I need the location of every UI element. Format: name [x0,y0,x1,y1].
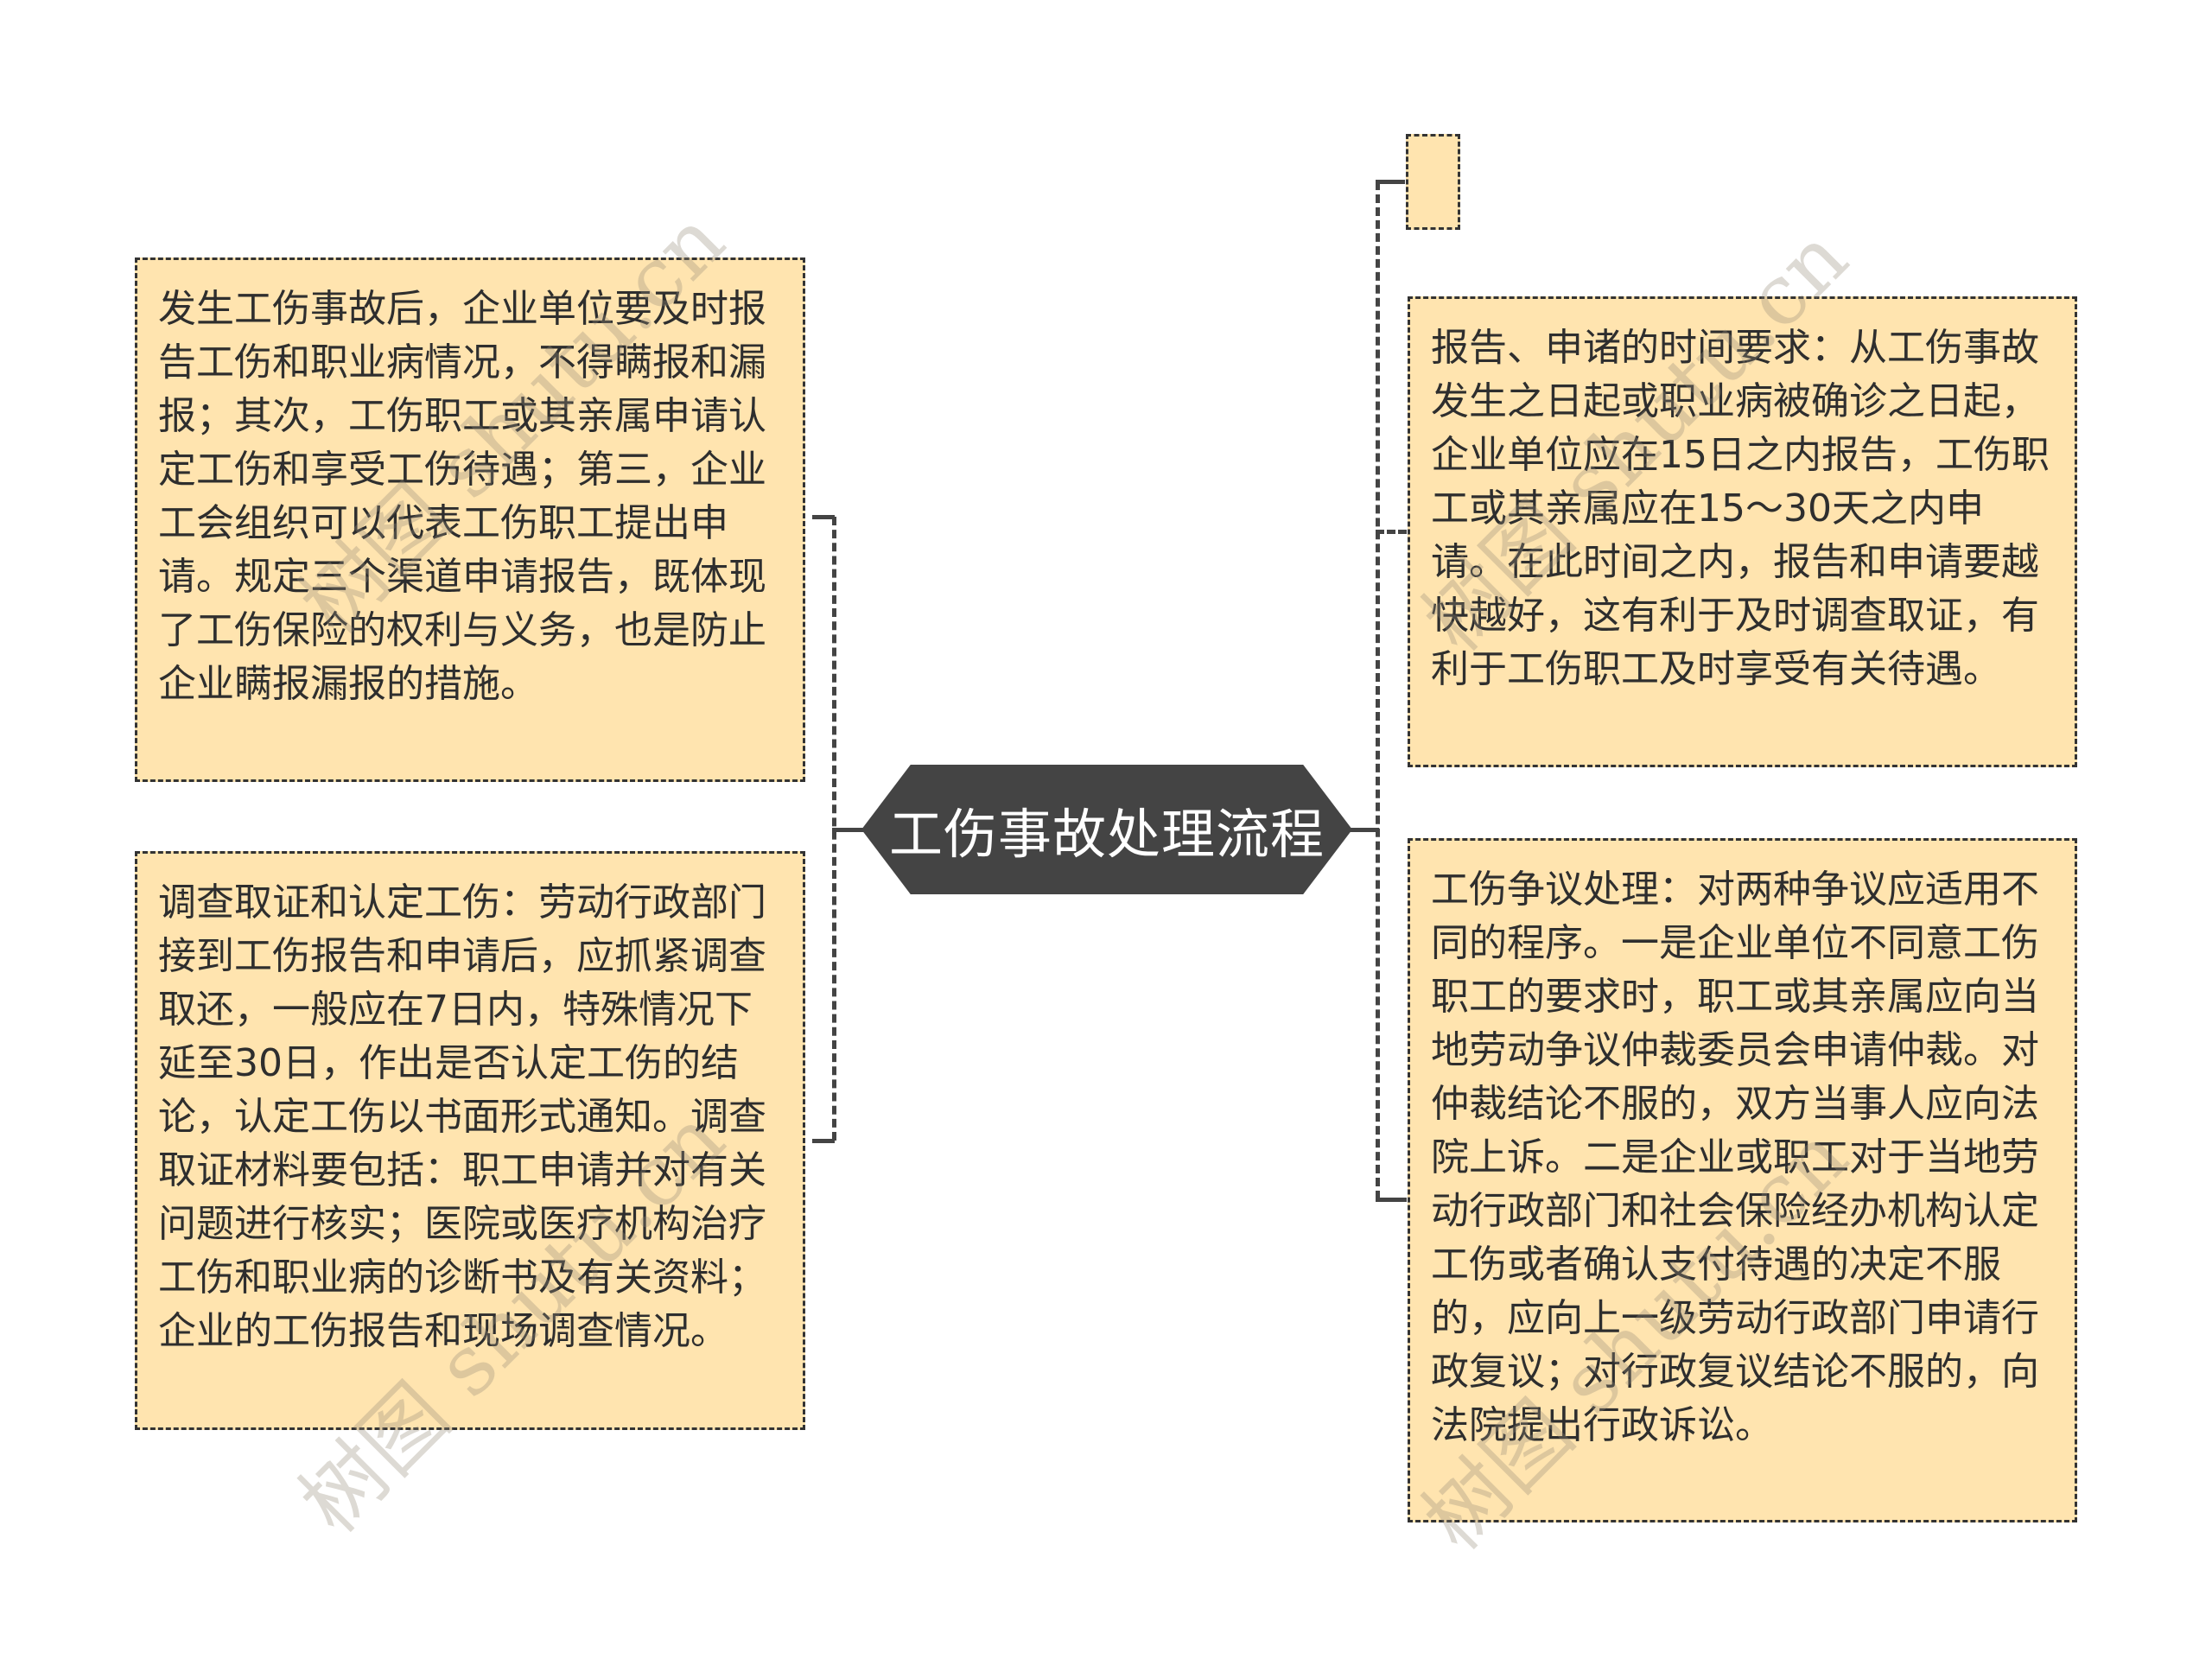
left-node-report-channels[interactable]: 发生工伤事故后，企业单位要及时报告工伤和职业病情况，不得瞒报和漏报；其次，工伤职… [135,257,805,782]
node-text: 调查取证和认定工伤：劳动行政部门接到工伤报告和申请后，应抓紧调查取还，一般应在7… [158,880,766,1353]
left-root-connector [832,828,867,832]
right-node-time-requirements[interactable]: 报告、申诸的时间要求：从工伤事故发生之日起或职业病被确诊之日起，企业单位应在15… [1408,296,2077,767]
node-text: 工伤争议处理：对两种争议应适用不同的程序。一是企业单位不同意工伤职工的要求时，职… [1431,868,2039,1447]
right-node-dispute-handling[interactable]: 工伤争议处理：对两种争议应适用不同的程序。一是企业单位不同意工伤职工的要求时，职… [1408,838,2077,1522]
right-node-empty[interactable] [1406,134,1460,230]
left-connector-tick-bottom [812,1139,835,1143]
right-connector-tick-1 [1376,180,1405,184]
node-text: 报告、申诸的时间要求：从工伤事故发生之日起或职业病被确诊之日起，企业单位应在15… [1431,326,2050,691]
left-connector-tick-top [812,515,835,519]
root-node[interactable]: 工伤事故处理流程 [861,765,1352,894]
right-connector-tick-2 [1376,530,1407,534]
right-branch-connector [1376,181,1380,1199]
left-node-investigation[interactable]: 调查取证和认定工伤：劳动行政部门接到工伤报告和申请后，应抓紧调查取还，一般应在7… [135,851,805,1430]
root-label: 工伤事故处理流程 [888,803,1325,866]
right-connector-tick-3 [1376,1198,1407,1202]
right-root-connector [1348,828,1379,832]
node-text: 发生工伤事故后，企业单位要及时报告工伤和职业病情况，不得瞒报和漏报；其次，工伤职… [158,287,766,706]
